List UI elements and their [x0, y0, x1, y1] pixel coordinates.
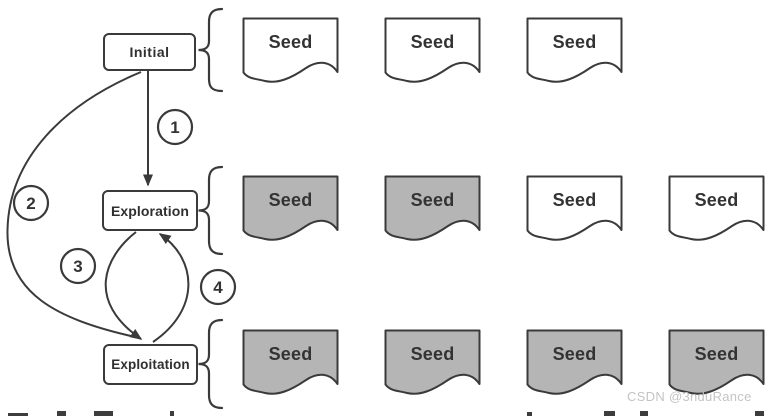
- step-number-1: 1: [170, 118, 179, 137]
- document-shape-icon: [526, 329, 623, 395]
- seed-row-exploitation: Seed Seed Seed Seed: [242, 329, 765, 399]
- step-badge-3: 3: [59, 247, 97, 285]
- cropped-text-fragment: [57, 411, 66, 416]
- stage-box-exploration: Exploration: [102, 190, 198, 231]
- seed-label: Seed: [268, 32, 313, 52]
- seed-label: Seed: [410, 344, 455, 364]
- document-shape-icon: [384, 175, 481, 241]
- arrow-exploration-to-exploitation: [104, 231, 143, 340]
- document-shape-icon: [526, 17, 623, 83]
- document-shape-icon: [242, 17, 339, 83]
- step-number-3: 3: [73, 257, 82, 276]
- stage-label-exploitation: Exploitation: [111, 357, 190, 372]
- seed-document: Seed: [242, 329, 339, 399]
- seed-document: Seed: [526, 329, 623, 399]
- step-number-2: 2: [26, 194, 35, 213]
- document-shape-icon: [384, 329, 481, 395]
- document-shape-icon: [242, 175, 339, 241]
- step-circle-2: [12, 184, 50, 222]
- seed-document: Seed: [526, 175, 623, 245]
- brace-initial-seeds: [198, 7, 224, 93]
- seed-label: Seed: [552, 190, 597, 210]
- seed-document: Seed: [668, 175, 765, 245]
- csdn-watermark: CSDN @3nduRance: [627, 389, 752, 404]
- step-circle-4: [199, 268, 237, 306]
- seed-document: Seed: [242, 17, 339, 87]
- step-circle-3: [59, 247, 97, 285]
- stage-box-exploitation: Exploitation: [103, 344, 198, 385]
- seed-label: Seed: [268, 190, 313, 210]
- brace-exploration-seeds: [198, 165, 224, 256]
- seed-label: Seed: [268, 344, 313, 364]
- seed-document: Seed: [526, 17, 623, 87]
- arrow-exploitation-to-exploration: [152, 233, 190, 343]
- cropped-text-fragment: [94, 411, 113, 416]
- step-circle-1: [156, 108, 194, 146]
- cropped-text-fragment: [527, 412, 532, 416]
- stage-box-initial: Initial: [103, 33, 196, 71]
- cropped-text-fragment: [170, 411, 174, 416]
- seed-label: Seed: [694, 344, 739, 364]
- seed-document: Seed: [384, 175, 481, 245]
- cropped-text-fragment: [755, 411, 764, 416]
- document-shape-icon: [668, 329, 765, 395]
- seed-document: Seed: [384, 329, 481, 399]
- seed-label: Seed: [694, 190, 739, 210]
- document-shape-icon: [526, 175, 623, 241]
- seed-row-exploration: Seed Seed Seed Seed: [242, 175, 765, 245]
- cropped-text-fragment: [8, 413, 28, 416]
- seed-label: Seed: [410, 32, 455, 52]
- document-shape-icon: [668, 175, 765, 241]
- arrow-initial-to-exploitation: [6, 71, 142, 337]
- cropped-text-fragment: [640, 411, 648, 416]
- step-badge-2: 2: [12, 184, 50, 222]
- seed-document: Seed: [668, 329, 765, 399]
- brace-exploitation-seeds: [198, 318, 224, 410]
- document-shape-icon: [384, 17, 481, 83]
- seed-row-initial: Seed Seed Seed: [242, 17, 623, 87]
- seed-label: Seed: [410, 190, 455, 210]
- document-shape-icon: [242, 329, 339, 395]
- stage-label-exploration: Exploration: [110, 202, 190, 219]
- step-badge-4: 4: [199, 268, 237, 306]
- seed-document: Seed: [384, 17, 481, 87]
- step-badge-1: 1: [156, 108, 194, 146]
- cropped-text-fragment: [604, 411, 615, 416]
- seed-label: Seed: [552, 344, 597, 364]
- seed-document: Seed: [242, 175, 339, 245]
- seed-label: Seed: [552, 32, 597, 52]
- stage-label-initial: Initial: [129, 44, 170, 60]
- step-number-4: 4: [213, 278, 223, 297]
